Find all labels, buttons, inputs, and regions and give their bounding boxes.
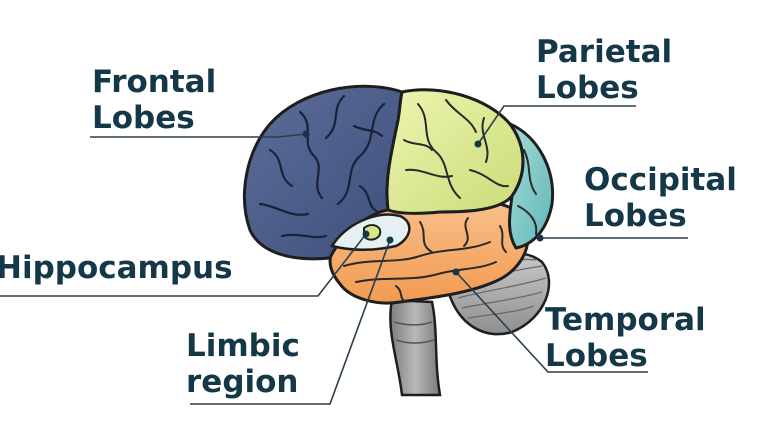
frontal-label-line1: Frontal xyxy=(92,64,217,100)
frontal-label-line2: Lobes xyxy=(92,100,195,136)
temporal-leader xyxy=(455,271,648,373)
brainstem-folds xyxy=(393,321,435,344)
parietal-gyri xyxy=(403,99,509,199)
frontal-lobes-label: Frontal Lobes xyxy=(92,64,216,136)
leader-dots xyxy=(302,130,544,276)
frontal-gyri xyxy=(258,94,386,239)
temporal-lobes-label: Temporal Lobes xyxy=(545,302,706,374)
brainstem xyxy=(389,298,442,397)
temporal-label-line2: Lobes xyxy=(545,338,648,374)
parietal-label-line2: Lobes xyxy=(536,70,639,106)
occipital-label-line2: Lobes xyxy=(584,198,687,234)
limbic-region-label: Limbic region xyxy=(186,328,300,400)
temporal-gyri xyxy=(343,217,507,303)
parietal-lobes-label: Parietal Lobes xyxy=(536,34,672,106)
temporal-label-line1: Temporal xyxy=(545,302,706,338)
parietal-label-line1: Parietal xyxy=(536,34,673,70)
limbic-label-line1: Limbic xyxy=(186,328,300,364)
hippocampus-leader xyxy=(0,233,367,297)
frontal-leader xyxy=(90,133,307,138)
occipital-gyri xyxy=(517,149,538,235)
occipital-label-line1: Occipital xyxy=(584,162,737,198)
limbic-leader xyxy=(190,239,391,405)
parietal-leader xyxy=(477,105,636,145)
limbic-label-line2: region xyxy=(186,364,299,400)
leader-lines xyxy=(0,105,688,405)
hippocampus-label: Hippocampus xyxy=(0,250,233,286)
occipital-lobes-label: Occipital Lobes xyxy=(584,162,737,234)
hippocampus-label-line1: Hippocampus xyxy=(0,250,233,286)
